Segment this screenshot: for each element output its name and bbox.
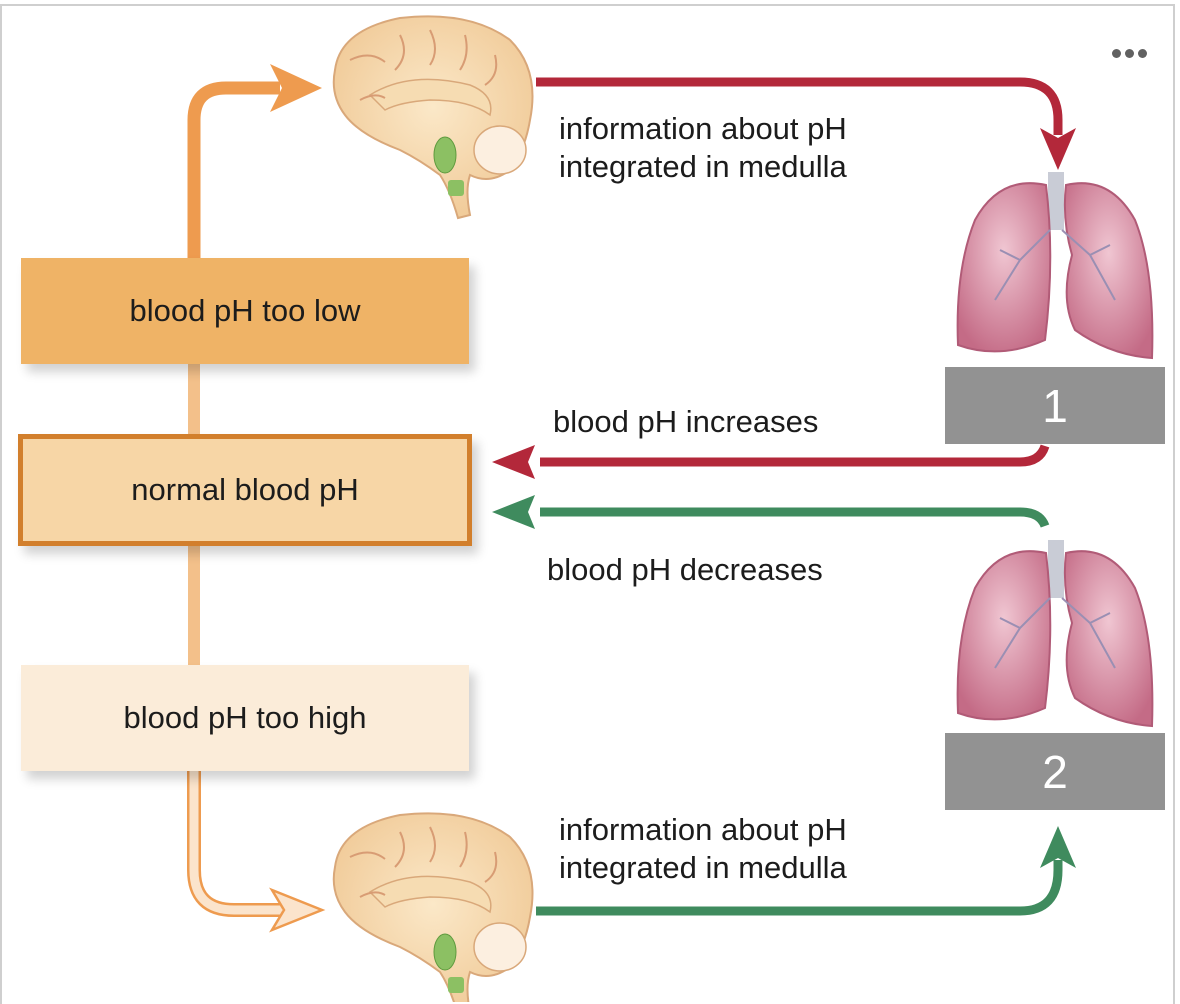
- integration-line: integrated in medulla: [559, 149, 847, 184]
- lungs-icon: [956, 172, 1154, 360]
- state-too-low: blood pH too low: [21, 258, 469, 364]
- state-too-high-label: blood pH too high: [123, 700, 367, 735]
- dot-icon: [1125, 48, 1134, 58]
- state-too-high: blood pH too high: [21, 665, 469, 771]
- brain-icon: [332, 812, 534, 1002]
- state-normal-label: normal blood pH: [131, 472, 359, 507]
- brain-icon: [332, 15, 534, 220]
- arrow-ph-increases: [492, 444, 1050, 479]
- more-options-button[interactable]: [1112, 46, 1148, 60]
- response-box-1: 1: [945, 367, 1165, 444]
- arrow-low-to-brain: [187, 64, 322, 434]
- state-normal: normal blood pH: [18, 434, 472, 546]
- dot-icon: [1112, 48, 1121, 58]
- figure-frame: [0, 4, 1175, 1004]
- response-number: 1: [1042, 379, 1068, 432]
- integration-line: information about pH: [559, 812, 847, 847]
- integration-line: integrated in medulla: [559, 850, 847, 885]
- integration-label-top: information about pH integrated in medul…: [559, 110, 847, 186]
- integration-label-bottom: information about pH integrated in medul…: [559, 811, 847, 887]
- integration-line: information about pH: [559, 111, 847, 146]
- effect-increase-label: blood pH increases: [553, 404, 819, 439]
- state-too-low-label: blood pH too low: [129, 293, 361, 328]
- response-number: 2: [1042, 745, 1068, 798]
- lungs-icon: [956, 540, 1154, 728]
- effect-decrease-label: blood pH decreases: [547, 552, 823, 587]
- dot-icon: [1138, 48, 1147, 58]
- arrow-ph-decreases: [492, 495, 1050, 529]
- arrow-brain-to-response-1: [536, 77, 1076, 170]
- arrow-brain-to-response-2: [536, 826, 1076, 916]
- arrow-high-to-brain: [187, 546, 326, 933]
- response-box-2: 2: [945, 733, 1165, 810]
